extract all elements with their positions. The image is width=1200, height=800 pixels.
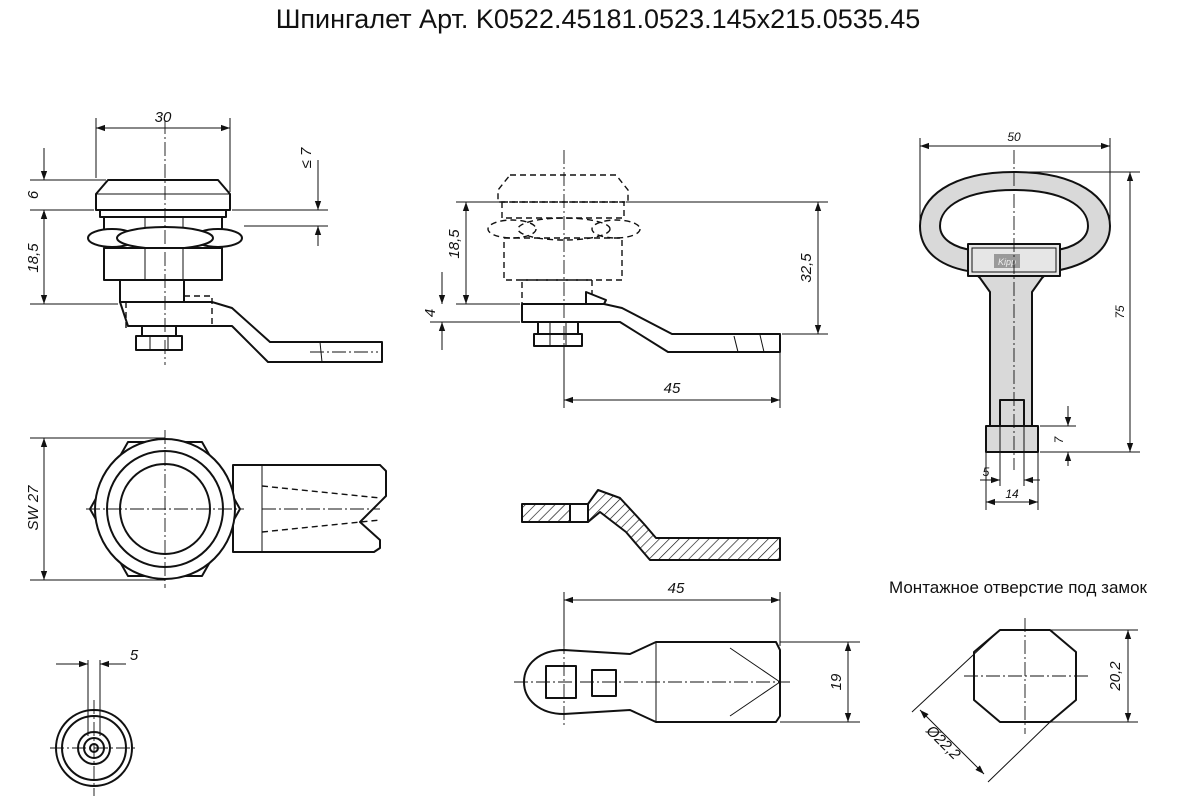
drawing-title: Шпингалет Арт. K0522.45181.0523.145x215.… [276,4,921,34]
dim-small-5: 5 [130,647,139,664]
dim-key-50: 50 [1007,130,1021,144]
dim-key-75: 75 [1113,305,1127,319]
cam-section-view [521,489,781,561]
dim-sw27: SW 27 [25,485,42,531]
side-elevation-view: 18,5 4 32,5 45 [422,150,828,408]
dim-side-32-5: 32,5 [798,253,815,283]
dim-hole-20-2: 20,2 [1107,661,1124,692]
dim-key-7: 7 [1052,435,1066,443]
dim-cam-19: 19 [828,673,845,690]
logo-text: Kipp [998,257,1016,267]
mounting-hole-view: Монтажное отверстие под замок 20,2 Ø22,2 [889,578,1148,783]
key-view: Kipp 50 75 7 5 14 [919,130,1140,510]
dim-max-7: ≤ 7 [298,147,315,168]
dim-cam-45: 45 [668,580,685,597]
dim-cap-6: 6 [25,190,42,199]
dim-side-18-5: 18,5 [446,229,463,259]
cam-top-view: 45 19 [514,580,860,728]
dim-side-45: 45 [664,380,681,397]
bottom-view-circle: 5 [50,647,139,796]
front-elevation-view: 30 6 18,5 ≤ 7 [25,109,383,365]
dim-hole-22-2: Ø22,2 [922,722,964,764]
mounting-hole-caption: Монтажное отверстие под замок [889,578,1148,597]
dim-width-30: 30 [155,109,172,126]
kipp-logo-icon: Kipp [994,254,1020,268]
dim-side-4: 4 [422,309,439,317]
top-view-hex: SW 27 [25,430,387,588]
dim-key-14: 14 [1005,487,1019,501]
dim-body-18-5: 18,5 [25,243,42,273]
